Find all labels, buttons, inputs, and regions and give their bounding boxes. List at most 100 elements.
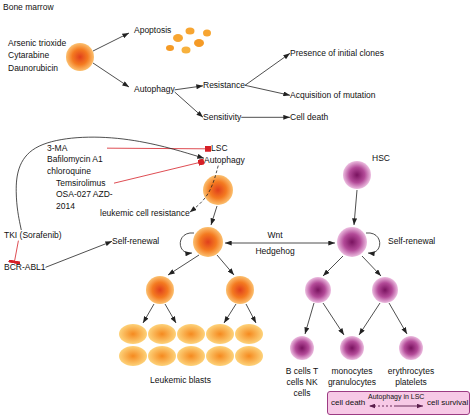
node-text: Cell death [290,112,328,123]
arrow-line [323,303,344,335]
node-text: BCR-ABL1 [4,262,46,273]
text-node: Self-renewal [112,236,159,247]
node-text: LSC [211,143,228,154]
summary-box: cell deathAutophagy in LSCcell survival [327,391,470,415]
connector [107,148,211,150]
arrow-line [93,63,129,87]
leukemic-blast [235,324,263,344]
connector [245,53,290,85]
text-node: Presence of initial clones [290,48,384,59]
progenitor-cell [372,277,398,303]
connector [241,117,290,118]
leukemic-progenitor [146,276,174,304]
cell-label: B cells T cells NK cells [282,366,322,399]
leukemic-blast [235,346,263,366]
leukemic-blast [177,346,205,366]
apoptotic-fragment [166,45,174,51]
leukemic-blast [206,324,234,344]
cell-label: HSC [372,153,390,164]
mature-cell [290,336,314,360]
connector [175,92,203,117]
arrow-line [354,190,357,225]
text-node: leukemic cell resistance [100,208,190,219]
arrow-line [246,304,256,323]
cell-label: Wnt Hedgehog [255,227,295,259]
diagram-title: Bone marrow [3,2,54,13]
signal-arrow [225,243,335,244]
connector [190,166,218,213]
summary-text: cell death [331,398,365,408]
mature-cell [340,336,364,360]
leukemic-stem-cell [193,227,223,257]
apoptotic-fragment [194,39,204,47]
hematopoietic-stem-cell [343,161,371,189]
arrow-line [217,255,234,275]
progenitor-cell [305,277,331,303]
connector [14,241,18,262]
apoptotic-fragment [186,28,195,35]
hematopoietic-stem-cell [337,227,367,257]
leukemic-cell [66,43,94,71]
node-text: Acquisition of mutation [290,90,376,101]
node-text: TKI (Sorafenib) [4,230,62,241]
arrow-line [143,304,154,323]
solid-arrow [396,406,423,407]
text-node: Resistance [203,80,245,91]
arrow-line [168,255,199,275]
apoptotic-fragment [182,47,191,54]
text-node: Arsenic trioxide Cytarabine Daunorubicin [8,37,74,74]
node-text: Apoptosis [134,25,171,36]
apoptotic-fragment [173,34,183,42]
node-text: 3-MA Bafilomycin A1 chloroquine [47,143,107,177]
arrow-line [211,206,217,225]
leukemic-blast [148,346,176,366]
leukemic-blast [206,346,234,366]
node-text: Temsirolimus OSA-027 AZD-2014 [56,178,114,212]
leukemic-blast [148,324,176,344]
mature-cell [399,336,423,360]
apoptotic-fragment [203,30,211,37]
text-node: Temsirolimus OSA-027 AZD-2014 [56,178,114,212]
node-text: Resistance [203,80,245,91]
arrow-line [305,303,314,334]
text-node: Cell death [290,112,328,123]
text-node: LSC [211,143,228,154]
leukemic-stem-cell [203,175,233,205]
connector [114,161,204,183]
node-text: Autophagy [204,155,245,166]
text-node: Autophagy [204,155,245,166]
text-node: Acquisition of mutation [290,90,376,101]
dashed-arrow [369,406,396,407]
connector [245,85,290,95]
cell-label: Leukemic blasts [150,375,211,386]
cell-label: erythrocytes platelets [384,366,438,388]
text-node: Apoptosis [134,25,171,36]
summary-text: Autophagy in LSC [368,393,424,402]
cell-label: Self-renewal [388,236,435,247]
text-node: 3-MA Bafilomycin A1 chloroquine [47,143,107,177]
connector [175,86,203,90]
arrow-line [93,33,129,51]
leukemic-blast [119,346,147,366]
connector [16,137,204,230]
node-text: Self-renewal [112,236,159,247]
arrow-line [224,304,236,323]
leukemic-progenitor [226,276,254,304]
node-text: Presence of initial clones [290,48,384,59]
summary-text: cell survival [427,398,468,408]
connector [46,241,112,267]
node-text: Sensitivity [203,112,241,123]
cell-label: monocytes granulocytes [324,366,380,388]
node-text: Arsenic trioxide Cytarabine Daunorubicin [8,37,74,74]
self-renewal-loop [366,233,380,253]
arrow-line [362,256,381,276]
text-node: Autophagy [134,84,175,95]
node-text: leukemic cell resistance [100,208,190,219]
arrow-line [165,304,176,323]
node-text: Autophagy [134,84,175,95]
arrow-line [389,303,407,334]
arrow-line [323,256,343,276]
text-node: BCR-ABL1 [4,262,46,273]
